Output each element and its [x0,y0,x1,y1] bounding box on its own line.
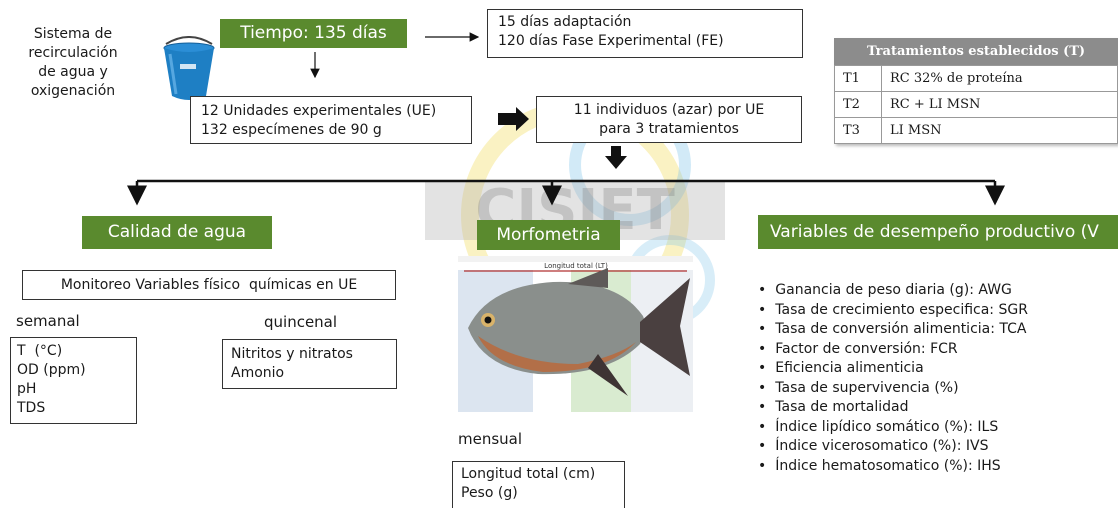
fish-image: Longitud total (LT) [458,256,693,412]
morfometria-title-text: Morfometria [496,225,601,245]
desempeno-title: Variables de desempeño productivo (V [758,215,1118,249]
list-item: Ganancia de peso diaria (g): AWG [758,281,1028,301]
desempeno-list: Ganancia de peso diaria (g): AWG Tasa de… [758,281,1028,476]
morfometria-title: Morfometria [477,220,620,250]
tratamientos-header: Tratamientos establecidos (T) [834,38,1118,65]
list-item: Tasa de mortalidad [758,398,1028,418]
arrow-individuos-down [605,146,627,169]
table-row: T2 RC + LI MSN [834,91,1118,118]
arrow-unidades-individuos [498,107,529,131]
list-item: Índice lipídico somático (%): ILS [758,418,1028,438]
mensual-label: mensual [458,430,523,448]
unidades-box: 12 Unidades experimentales (UE) 132 espe… [190,96,472,144]
semanal-label: semanal [16,312,80,330]
list-item: Tasa de conversión alimenticia: TCA [758,320,1028,340]
treatment-desc: RC + LI MSN [881,91,1118,118]
tratamientos-table: Tratamientos establecidos (T) T1 RC 32% … [834,38,1118,144]
tiempo-box: Tiempo: 135 días [220,19,407,48]
treatment-desc: LI MSN [881,117,1118,144]
list-item: Tasa de supervivencia (%) [758,379,1028,399]
table-row: T3 LI MSN [834,117,1118,144]
mensual-box: Longitud total (cm) Peso (g) [452,461,625,508]
bucket-icon [163,36,215,100]
quincenal-box: Nitritos y nitratos Amonio [222,339,397,389]
individuos-box: 11 individuos (azar) por UE para 3 trata… [536,96,802,143]
treatment-code: T1 [834,65,882,92]
quincenal-label: quincenal [264,313,338,331]
tiempo-text: Tiempo: 135 días [240,23,387,43]
list-item: Factor de conversión: FCR [758,340,1028,360]
semanal-box: T (°C) OD (ppm) pH TDS [10,337,137,424]
list-item: Eficiencia alimenticia [758,359,1028,379]
treatment-code: T3 [834,117,882,144]
system-label: Sistema de recirculación de agua y oxige… [28,26,118,99]
calidad-title-text: Calidad de agua [107,222,247,242]
list-item: Índice vicerosomatico (%): IVS [758,437,1028,457]
list-item: Tasa de crecimiento especifica: SGR [758,301,1028,321]
fish-caption: Longitud total (LT) [544,262,608,270]
list-item: Índice hematosomatico (%): IHS [758,457,1028,477]
desempeno-title-text: Variables de desempeño productivo (V [770,222,1099,242]
treatment-code: T2 [834,91,882,118]
monitoreo-box: Monitoreo Variables físico químicas en U… [22,270,396,300]
calidad-title: Calidad de agua [82,216,272,249]
periodos-box: 15 días adaptación 120 días Fase Experim… [487,9,803,58]
